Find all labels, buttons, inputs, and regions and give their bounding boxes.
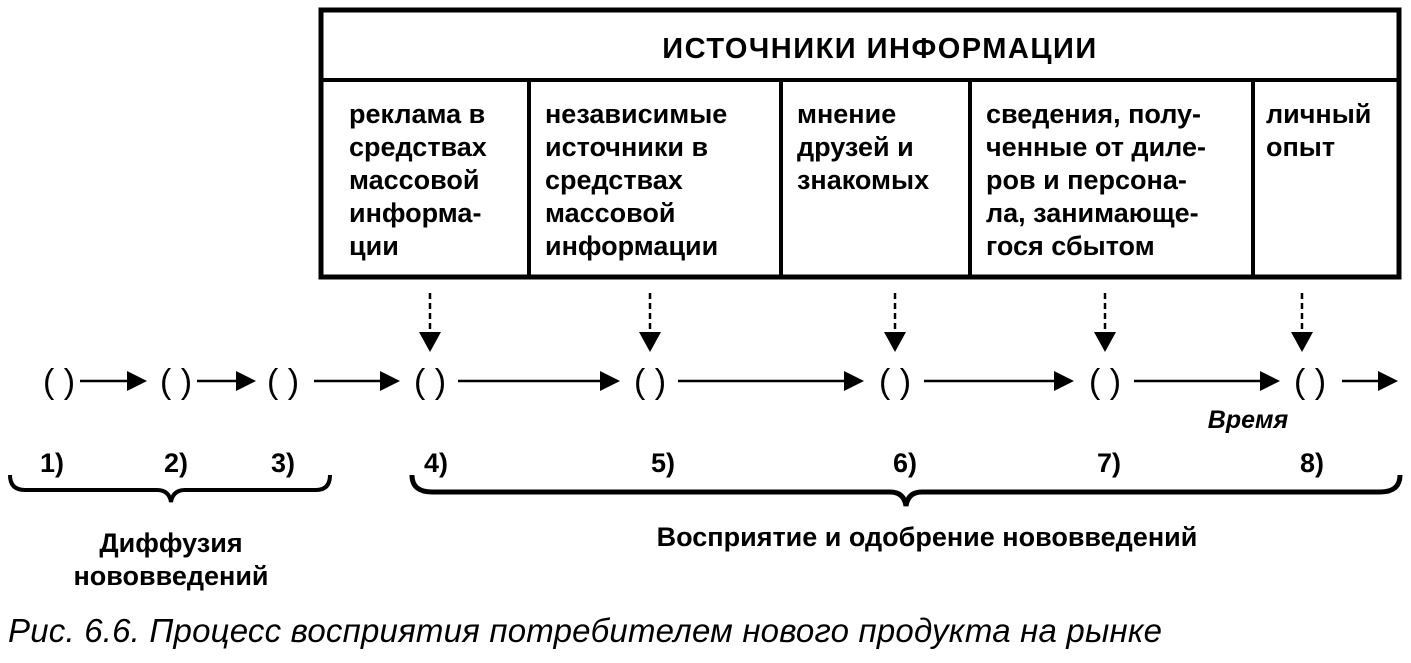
- source-cell-line: средствах: [545, 165, 683, 195]
- stage-bracket: ( ): [879, 363, 911, 401]
- stage-number-label: 1): [40, 448, 64, 478]
- time-label: Время: [1208, 406, 1289, 434]
- perception-brace: [409, 474, 1403, 507]
- stage-labels: 1) 2) 3) 4) 5) 6) 7) 8): [40, 448, 1324, 478]
- stage-bracket: ( ): [43, 363, 75, 401]
- perception-label: Восприятие и одобрение нововведений: [657, 522, 1198, 552]
- source-dashed-arrow: [1291, 293, 1313, 352]
- source-cell-line: друзей и: [797, 132, 914, 162]
- stage-bracket: ( ): [160, 363, 192, 401]
- source-cell-line: независимые: [545, 99, 727, 129]
- stage-bracket: ( ): [1294, 363, 1326, 401]
- source-cell-line: гося сбытом: [986, 231, 1155, 261]
- stage-number-label: 3): [271, 448, 295, 478]
- stage-number-label: 5): [651, 448, 675, 478]
- source-cell-line: массовой: [349, 165, 480, 195]
- stage-number-label: 2): [164, 448, 188, 478]
- timeline-arrow-head: [1054, 371, 1074, 391]
- stage-number-label: 6): [893, 448, 917, 478]
- timeline-arrow-head: [127, 371, 147, 391]
- source-cell-line: опыт: [1266, 132, 1335, 162]
- source-cell-line: массовой: [545, 198, 676, 228]
- source-cell-line: личный: [1266, 99, 1371, 129]
- source-cell-line: информации: [545, 231, 718, 261]
- source-cell-line: ции: [349, 231, 399, 261]
- timeline-arrow-head: [236, 371, 256, 391]
- dashed-arrow-head: [1094, 332, 1116, 352]
- dashed-arrows: [419, 293, 1313, 352]
- stage-number-label: 8): [1300, 448, 1324, 478]
- source-cell-line: ченные от диле-: [986, 132, 1206, 162]
- source-cell-text: сведения, полу-ченные от диле-ров и перс…: [986, 99, 1206, 261]
- source-cell-line: информа-: [349, 198, 481, 228]
- source-cell-line: средствах: [349, 132, 487, 162]
- table-outer-border: [318, 7, 1402, 280]
- timeline-arrow-head: [380, 371, 400, 391]
- diffusion-brace: [8, 474, 332, 503]
- source-dashed-arrow: [639, 293, 661, 352]
- table-header-title: ИСТОЧНИКИ ИНФОРМАЦИИ: [662, 33, 1097, 65]
- stage-bracket: ( ): [267, 363, 299, 401]
- figure-caption: Рис. 6.6. Процесс восприятия потребителе…: [8, 612, 1163, 649]
- dashed-arrow-head: [884, 332, 906, 352]
- stage-bracket: ( ): [1089, 363, 1121, 401]
- source-cell-line: источники в: [545, 132, 708, 162]
- diffusion-label-line2: нововведений: [73, 561, 268, 591]
- timeline-arrow-head: [1260, 371, 1280, 391]
- timeline-arrow-head: [1378, 371, 1398, 391]
- source-cell-line: мнение: [797, 99, 896, 129]
- stage-bracket: ( ): [634, 363, 666, 401]
- source-cell-line: реклама в: [349, 99, 485, 129]
- source-cell-line: сведения, полу-: [986, 99, 1201, 129]
- dashed-arrow-head: [639, 332, 661, 352]
- dashed-arrow-head: [1291, 332, 1313, 352]
- diffusion-label-line1: Диффузия: [99, 528, 242, 558]
- source-dashed-arrow: [419, 293, 441, 352]
- timeline-arrow-head: [844, 371, 864, 391]
- timeline: ( ) ( ) ( ) ( ) ( ) ( ) ( ) ( ): [43, 363, 1398, 401]
- stage-number-label: 4): [424, 448, 448, 478]
- dashed-arrow-head: [419, 332, 441, 352]
- timeline-arrow-head: [600, 371, 620, 391]
- source-cell-line: ла, занимающе-: [986, 198, 1199, 228]
- stage-number-label: 7): [1097, 448, 1121, 478]
- stage-bracket: ( ): [414, 363, 446, 401]
- source-cell-line: ров и персона-: [986, 165, 1187, 195]
- source-cell-line: знакомых: [797, 165, 929, 195]
- source-dashed-arrow: [884, 293, 906, 352]
- source-dashed-arrow: [1094, 293, 1116, 352]
